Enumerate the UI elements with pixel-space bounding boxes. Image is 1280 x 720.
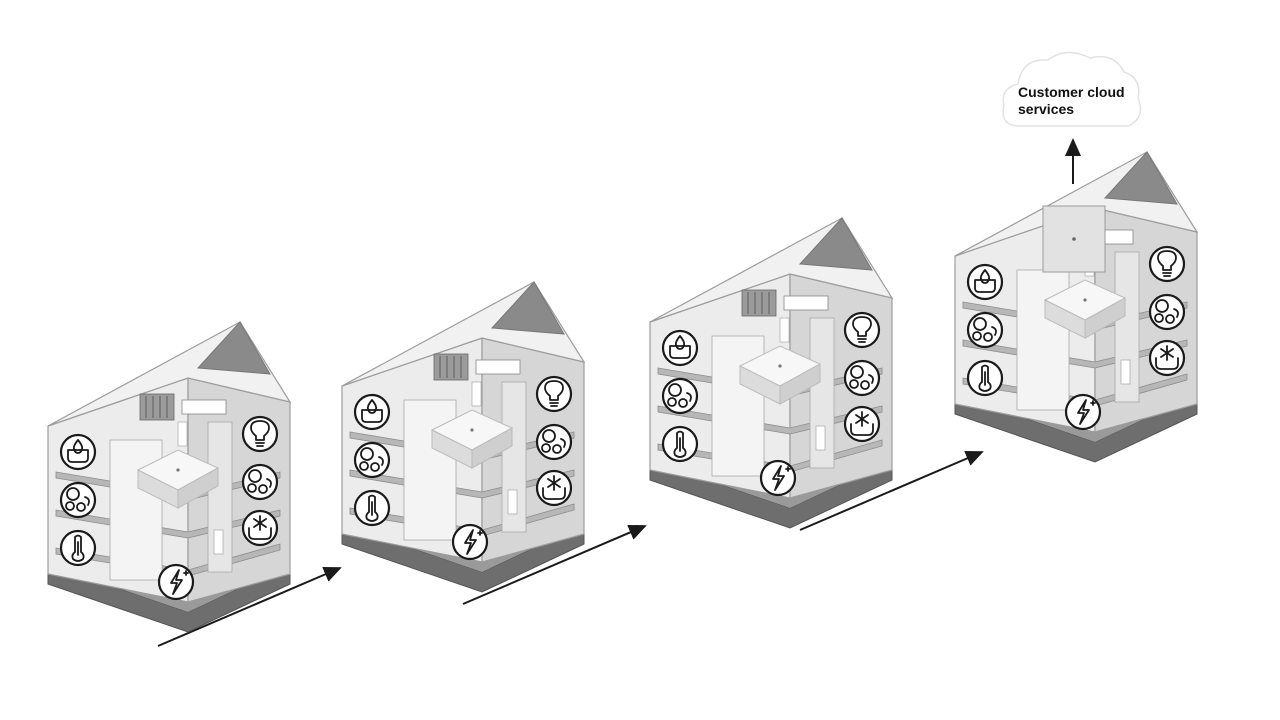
cloud-group xyxy=(1002,51,1142,184)
cooling-icon xyxy=(1148,339,1186,377)
door xyxy=(1120,359,1131,385)
attic-radiator xyxy=(741,289,777,317)
roof-shadow xyxy=(490,281,565,335)
attic-radiator xyxy=(139,393,175,421)
lighting-icon xyxy=(241,415,279,453)
cooling-icon xyxy=(843,405,881,443)
interior-wall xyxy=(1016,269,1070,411)
cloud-label: Customer cloud services xyxy=(1018,84,1125,117)
building-stage-4 xyxy=(954,151,1199,463)
interior-wall xyxy=(403,399,457,541)
ventilation-icon xyxy=(843,359,881,397)
door xyxy=(507,489,518,515)
door xyxy=(471,381,482,407)
lighting-icon xyxy=(535,375,573,413)
attic-unit xyxy=(783,295,829,311)
temperature-icon xyxy=(661,425,699,463)
roof-shadow xyxy=(1103,151,1178,205)
energy-icon xyxy=(759,459,797,497)
water-heating-icon xyxy=(966,263,1004,301)
building-stage-1 xyxy=(47,321,292,633)
energy-icon xyxy=(1064,393,1102,431)
ventilation-icon xyxy=(661,377,699,415)
lighting-icon xyxy=(843,311,881,349)
door xyxy=(213,529,224,555)
attic-unit xyxy=(181,399,227,415)
lighting-icon xyxy=(1148,245,1186,283)
energy-icon xyxy=(451,523,489,561)
cooling-icon xyxy=(241,509,279,547)
door xyxy=(779,317,790,343)
energy-icon xyxy=(157,563,195,601)
temperature-icon xyxy=(59,529,97,567)
roof-shadow xyxy=(196,321,271,375)
water-heating-icon xyxy=(59,433,97,471)
door xyxy=(177,421,188,447)
interior-wall xyxy=(109,439,163,581)
progression-arrows xyxy=(157,450,984,647)
progression-arrow xyxy=(157,566,342,647)
interior-wall xyxy=(711,335,765,477)
ventilation-icon xyxy=(966,311,1004,349)
cloud-shape xyxy=(1002,51,1142,127)
ventilation-icon xyxy=(1148,293,1186,331)
ventilation-icon xyxy=(59,481,97,519)
door xyxy=(815,425,826,451)
building-stage-3 xyxy=(649,217,894,529)
ventilation-icon xyxy=(535,423,573,461)
floor-slab xyxy=(349,469,575,499)
floor-slab xyxy=(962,339,1188,369)
roof-shadow xyxy=(798,217,873,271)
temperature-icon xyxy=(966,359,1004,397)
water-heating-icon xyxy=(661,329,699,367)
floor-slab xyxy=(657,405,883,435)
ventilation-icon xyxy=(241,463,279,501)
building-stage-2 xyxy=(341,281,586,593)
attic-radiator xyxy=(433,353,469,381)
buildings xyxy=(47,151,1199,633)
cooling-icon xyxy=(535,469,573,507)
progression-arrow xyxy=(462,524,647,605)
floor-slab xyxy=(55,509,281,539)
temperature-icon xyxy=(353,489,391,527)
attic-unit xyxy=(475,359,521,375)
progression-arrow xyxy=(799,450,984,531)
ventilation-icon xyxy=(353,441,391,479)
water-heating-icon xyxy=(353,393,391,431)
